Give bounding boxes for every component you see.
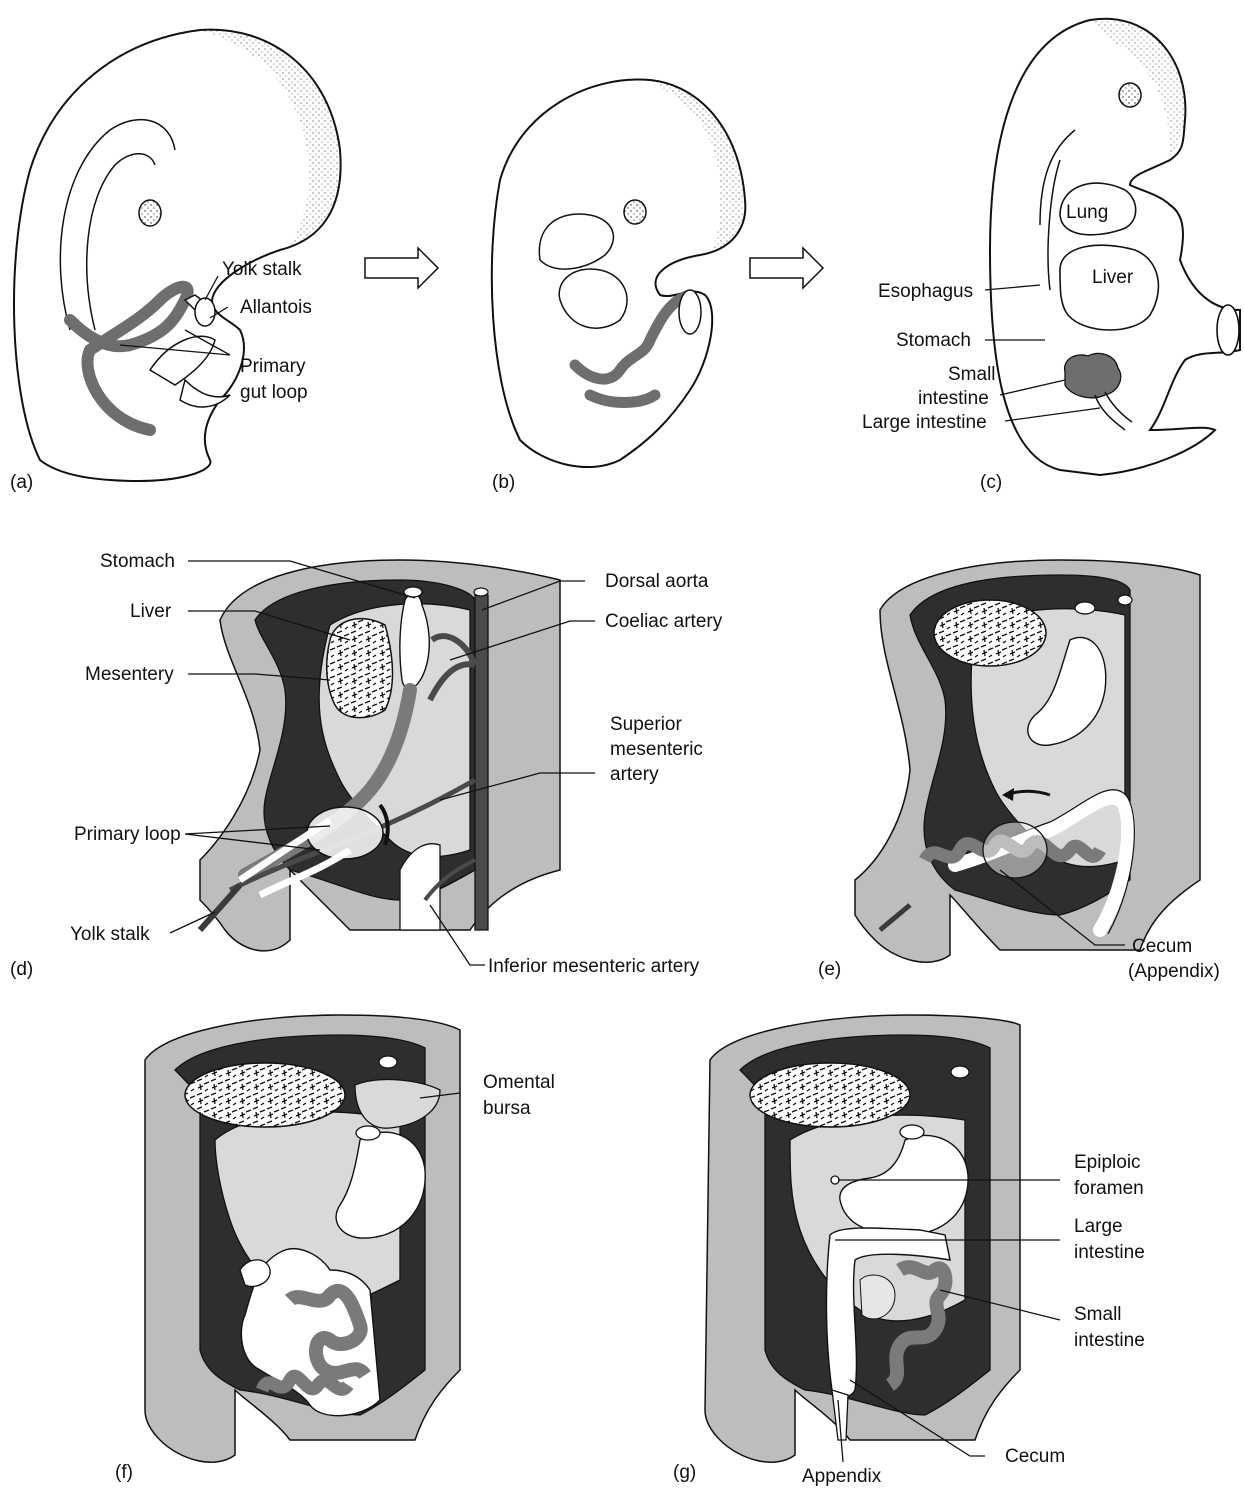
panel-a: Yolk stalk Allantois Primary gut loop (a… bbox=[10, 30, 341, 493]
label-dorsal-aorta-d: Dorsal aorta bbox=[605, 571, 709, 592]
panel-f: Omental bursa (f) bbox=[115, 1015, 555, 1483]
label-epiploic-g-1: Epiploic bbox=[1074, 1152, 1141, 1173]
label-stomach-d: Stomach bbox=[100, 551, 175, 572]
dorsal-aorta-top-d bbox=[474, 588, 488, 596]
label-superior-d-3: artery bbox=[610, 764, 659, 785]
label-mesentery-d: Mesentery bbox=[85, 664, 174, 685]
label-appendix-g: Appendix bbox=[802, 1466, 882, 1487]
label-liver-c: Liver bbox=[1092, 267, 1134, 288]
panel-d: Stomach Liver Mesentery Dorsal aorta Coe… bbox=[10, 551, 723, 980]
liver-e bbox=[934, 600, 1046, 666]
panel-e: Cecum (Appendix) (e) bbox=[818, 560, 1220, 982]
label-cecum-g: Cecum bbox=[1005, 1446, 1065, 1467]
label-stomach-c: Stomach bbox=[896, 330, 971, 351]
epiploic-foramen-g bbox=[831, 1176, 839, 1184]
label-yolk-stalk-a: Yolk stalk bbox=[222, 259, 302, 280]
eye-c bbox=[1119, 83, 1141, 107]
panel-tag-g: (g) bbox=[673, 1462, 696, 1483]
label-coeliac-d: Coeliac artery bbox=[605, 611, 723, 632]
label-small-c-1: Small bbox=[948, 364, 996, 385]
panel-tag-d: (d) bbox=[10, 959, 33, 980]
dorsal-aorta-d bbox=[475, 595, 488, 930]
label-epiploic-g-2: foramen bbox=[1074, 1178, 1144, 1199]
dorsal-aorta-top-g bbox=[951, 1066, 969, 1078]
label-superior-d-1: Superior bbox=[610, 714, 682, 735]
eye-b bbox=[624, 200, 646, 224]
label-superior-d-2: mesenteric bbox=[610, 739, 703, 760]
yolk-stalk-end-a bbox=[195, 298, 215, 326]
panel-tag-f: (f) bbox=[115, 1462, 133, 1483]
label-large-g-1: Large bbox=[1074, 1216, 1123, 1237]
panel-tag-c: (c) bbox=[980, 472, 1002, 493]
label-liver-d: Liver bbox=[130, 601, 172, 622]
label-large-c: Large intestine bbox=[862, 412, 987, 433]
dorsal-aorta-top-e bbox=[1118, 595, 1132, 605]
liver-f bbox=[185, 1063, 345, 1127]
arrow-a-to-b bbox=[365, 248, 438, 288]
yolk-stalk-b bbox=[679, 290, 701, 334]
label-allantois-a: Allantois bbox=[240, 297, 312, 318]
dorsal-aorta-top-f bbox=[379, 1056, 397, 1068]
liver-g bbox=[750, 1063, 910, 1127]
panel-tag-b: (b) bbox=[492, 472, 515, 493]
yolk-stalk-c bbox=[1217, 305, 1239, 355]
panel-tag-a: (a) bbox=[10, 472, 33, 493]
esophagus-top-f bbox=[356, 1126, 380, 1140]
panel-b: (b) bbox=[492, 80, 746, 493]
label-small-g-1: Small bbox=[1074, 1304, 1122, 1325]
label-primary-a-2: gut loop bbox=[240, 382, 308, 403]
label-appendix-e: (Appendix) bbox=[1128, 961, 1220, 982]
esophagus-top-e bbox=[1075, 602, 1095, 614]
arrow-b-to-c bbox=[750, 248, 823, 288]
label-primary-a-1: Primary bbox=[240, 356, 306, 377]
label-omental-f-2: bursa bbox=[483, 1098, 531, 1119]
label-cecum-e: Cecum bbox=[1132, 936, 1192, 957]
label-primary-loop-d: Primary loop bbox=[74, 824, 181, 845]
cecum-circle-e bbox=[983, 822, 1047, 878]
panel-tag-e: (e) bbox=[818, 959, 841, 980]
label-yolk-stalk-d: Yolk stalk bbox=[70, 924, 150, 945]
label-small-c-2: intestine bbox=[918, 388, 989, 409]
liver-d bbox=[327, 619, 393, 718]
small-intestine-c bbox=[1065, 353, 1121, 397]
label-large-g-2: intestine bbox=[1074, 1242, 1145, 1263]
eye-a bbox=[139, 200, 161, 226]
label-lung-c: Lung bbox=[1066, 202, 1108, 223]
esophagus-top-g bbox=[900, 1125, 924, 1139]
embryo-body-b bbox=[492, 80, 746, 468]
label-omental-f-1: Omental bbox=[483, 1072, 555, 1093]
panel-c: Lung Liver Esophagus Stomach Small intes… bbox=[862, 19, 1240, 493]
panel-g: Epiploic foramen Large intestine Small i… bbox=[673, 1015, 1145, 1487]
label-esophagus-c: Esophagus bbox=[878, 281, 973, 302]
label-inferior-d: Inferior mesenteric artery bbox=[488, 956, 700, 977]
label-small-g-2: intestine bbox=[1074, 1330, 1145, 1351]
